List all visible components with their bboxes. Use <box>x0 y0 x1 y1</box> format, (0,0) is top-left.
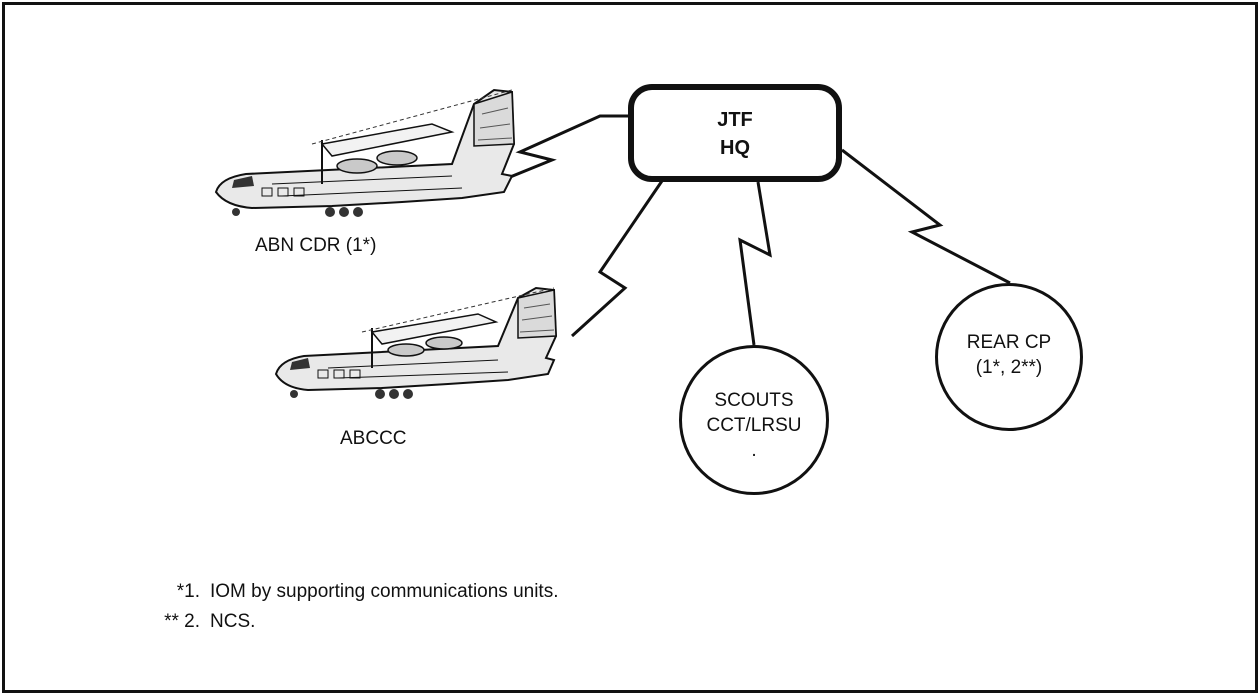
rear-cp-line2: (1*, 2**) <box>938 355 1080 380</box>
footnote-text: IOM by supporting communications units. <box>210 577 559 607</box>
link-hq-scouts <box>740 182 770 345</box>
jtf-hq-node: JTF HQ <box>628 84 842 182</box>
rear-cp-line1: REAR CP <box>938 330 1080 355</box>
scouts-line2: CCT/LRSU <box>682 413 826 438</box>
footnote-marker: *1. <box>150 577 210 607</box>
footnote-2: ** 2.NCS. <box>150 607 559 637</box>
footnote-marker: ** 2. <box>150 607 210 637</box>
rear-cp-node: REAR CP (1*, 2**) <box>935 283 1083 431</box>
link-hq-abncdr <box>498 116 628 182</box>
footnotes: *1.IOM by supporting communications unit… <box>150 577 559 637</box>
hq-line2: HQ <box>634 134 836 162</box>
scouts-line1: SCOUTS <box>682 388 826 413</box>
c130-aircraft-icon <box>276 288 556 399</box>
scouts-line3: . <box>682 438 826 463</box>
footnote-text: NCS. <box>210 607 255 637</box>
link-hq-abccc <box>572 178 664 336</box>
hq-line1: JTF <box>634 106 836 134</box>
link-hq-rearcp <box>842 150 1010 283</box>
aircraft-label-abccc: ABCCC <box>340 427 407 451</box>
aircraft-label-abn-cdr: ABN CDR (1*) <box>255 234 376 258</box>
footnote-1: *1.IOM by supporting communications unit… <box>150 577 559 607</box>
c130-aircraft-icon <box>216 90 514 217</box>
scouts-node: SCOUTS CCT/LRSU . <box>679 345 829 495</box>
